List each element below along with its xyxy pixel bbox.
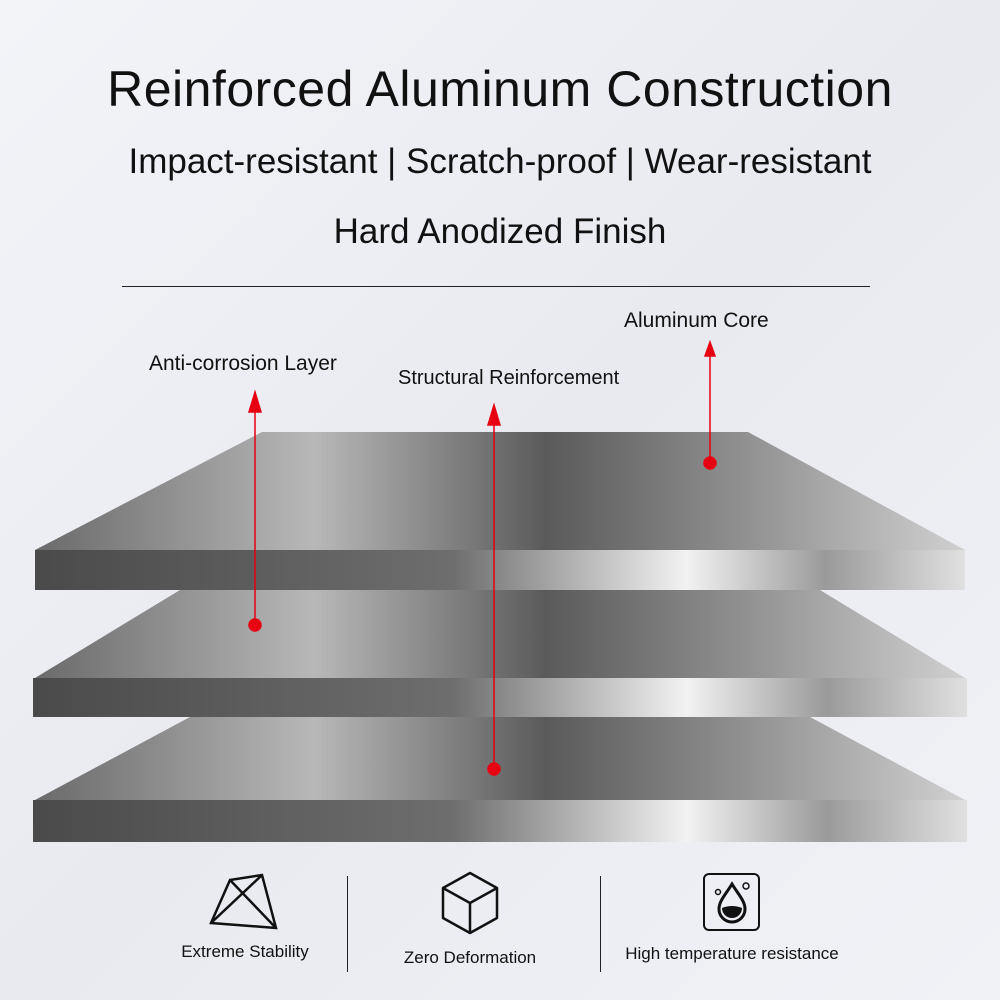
feature-divider bbox=[600, 876, 601, 972]
feature-label: Extreme Stability bbox=[181, 942, 309, 961]
divider bbox=[122, 286, 870, 287]
plate-top bbox=[35, 432, 965, 590]
aluminum-core-label: Aluminum Core bbox=[624, 309, 769, 332]
plate-middle bbox=[33, 590, 967, 717]
feature-high-temperature: High temperature resistance bbox=[612, 870, 852, 964]
feature-label: Zero Deformation bbox=[403, 948, 537, 967]
feature-divider bbox=[347, 876, 348, 972]
feature-label: High temperature resistance bbox=[625, 944, 839, 963]
anti-corrosion-pointer bbox=[247, 389, 263, 632]
page-title: Reinforced Aluminum Construction bbox=[107, 61, 893, 117]
droplet-icon bbox=[703, 873, 760, 931]
core-pointer bbox=[703, 339, 717, 470]
feature-zero-deformation: Zero Deformation bbox=[350, 870, 590, 968]
subtitle: Impact-resistant | Scratch-proof | Wear-… bbox=[128, 142, 872, 181]
structural-label: Structural Reinforcement bbox=[398, 367, 620, 389]
cube-icon bbox=[441, 871, 499, 935]
tetrahedron-icon bbox=[209, 873, 278, 930]
anti-corrosion-label: Anti-corrosion Layer bbox=[149, 352, 337, 375]
structural-pointer bbox=[486, 402, 502, 776]
finish-label: Hard Anodized Finish bbox=[333, 212, 667, 251]
plate-bottom bbox=[33, 717, 967, 842]
feature-extreme-stability: Extreme Stability bbox=[125, 870, 365, 962]
